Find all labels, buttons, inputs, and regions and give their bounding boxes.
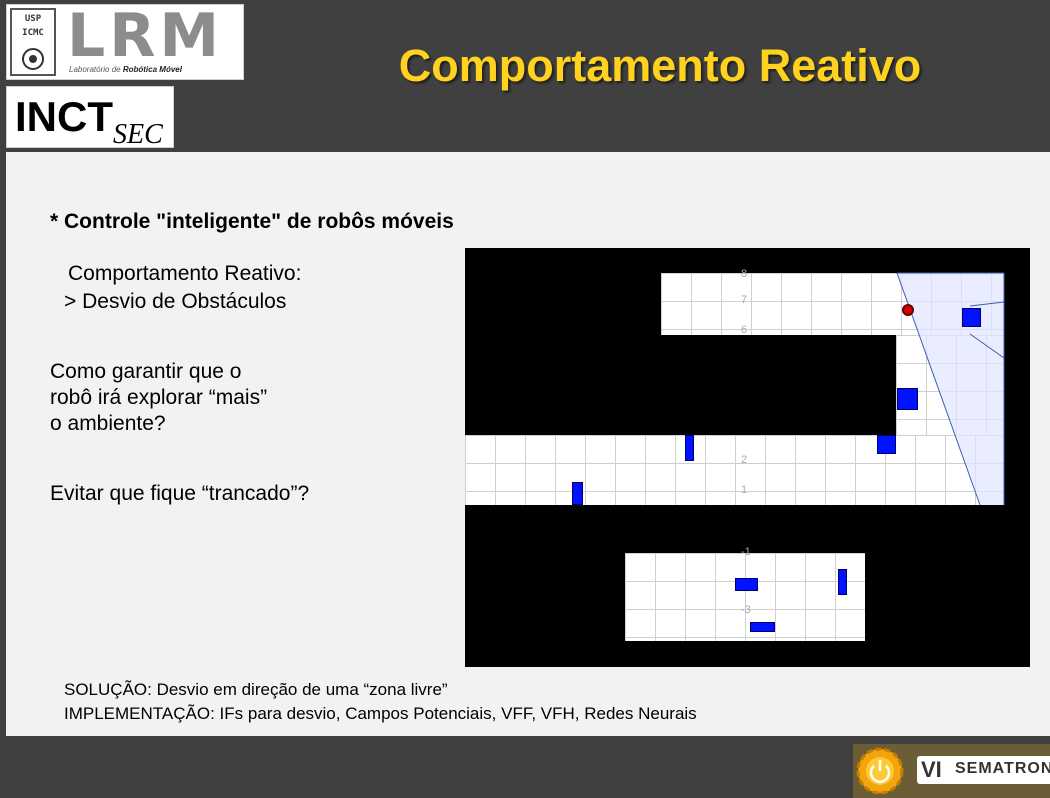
solution-text: SOLUÇÃO: Desvio em direção de uma “zona … <box>64 680 448 699</box>
lrm-wordmark: LRM <box>67 1 224 71</box>
axis-label: -3 <box>741 604 751 616</box>
obstacle-block <box>897 388 918 410</box>
obstacle-block <box>877 435 896 454</box>
behavior-label: Comportamento Reativo: <box>68 262 302 285</box>
inct-sub: SEC <box>113 119 163 150</box>
grid-bottom-room <box>625 553 865 641</box>
obstacle-block <box>572 482 583 505</box>
obstacle-block <box>962 308 981 327</box>
axis-label: -1 <box>741 546 751 558</box>
icmc-label: ICMC <box>22 28 44 38</box>
robot-marker <box>902 304 914 316</box>
axis-label: 6 <box>741 324 748 336</box>
axis-label: 7 <box>741 294 748 306</box>
bullet-heading: * Controle "inteligente" de robôs móveis <box>50 210 454 233</box>
slide-title: Comportamento Reativo <box>398 40 922 91</box>
sematron-label: VI SEMATRON <box>917 756 1050 784</box>
trapped-question: Evitar que fique “trancado”? <box>50 482 310 505</box>
inct-main: INCT <box>15 93 113 140</box>
lrm-subtitle: Laboratório de Robótica Móvel <box>69 65 182 74</box>
obstacle-avoidance-label: > Desvio de Obstáculos <box>64 290 287 313</box>
sematron-logo: VI SEMATRON <box>853 744 1050 798</box>
question-line-3: o ambiente? <box>50 412 166 435</box>
axis-label: 2 <box>741 454 748 466</box>
obstacle-block <box>838 569 847 595</box>
obstacle-block <box>750 622 775 632</box>
lrm-logo: USP ICMC LRM Laboratório de Robótica Móv… <box>6 4 244 80</box>
inct-sec-logo: INCTSEC <box>6 86 174 150</box>
sematron-edition: VI <box>921 757 942 782</box>
axis-label: 8 <box>741 268 748 280</box>
grid-middle-corridor <box>465 435 1004 505</box>
usp-label: USP <box>24 14 42 24</box>
lrm-subtitle-prefix: Laboratório de <box>69 65 123 74</box>
question-line-2: robô irá explorar “mais” <box>50 386 268 409</box>
robot-simulation: 8 7 6 2 1 -1 -3 <box>465 248 1030 667</box>
axis-label: 1 <box>741 484 748 496</box>
emblem-icon <box>22 48 44 70</box>
inct-wordmark: INCTSEC <box>15 95 163 157</box>
sematron-name: SEMATRON <box>955 760 1050 777</box>
power-gear-icon <box>856 747 904 795</box>
implementation-text: IMPLEMENTAÇÃO: IFs para desvio, Campos P… <box>64 704 697 723</box>
question-line-1: Como garantir que o <box>50 360 242 383</box>
slide-header: USP ICMC LRM Laboratório de Robótica Móv… <box>0 0 1050 152</box>
slide-content: * Controle "inteligente" de robôs móveis… <box>6 152 1050 736</box>
usp-icmc-logo: USP ICMC <box>10 8 56 76</box>
obstacle-block <box>735 578 758 591</box>
lrm-subtitle-bold: Robótica Móvel <box>122 65 182 74</box>
obstacle-block <box>685 435 694 461</box>
